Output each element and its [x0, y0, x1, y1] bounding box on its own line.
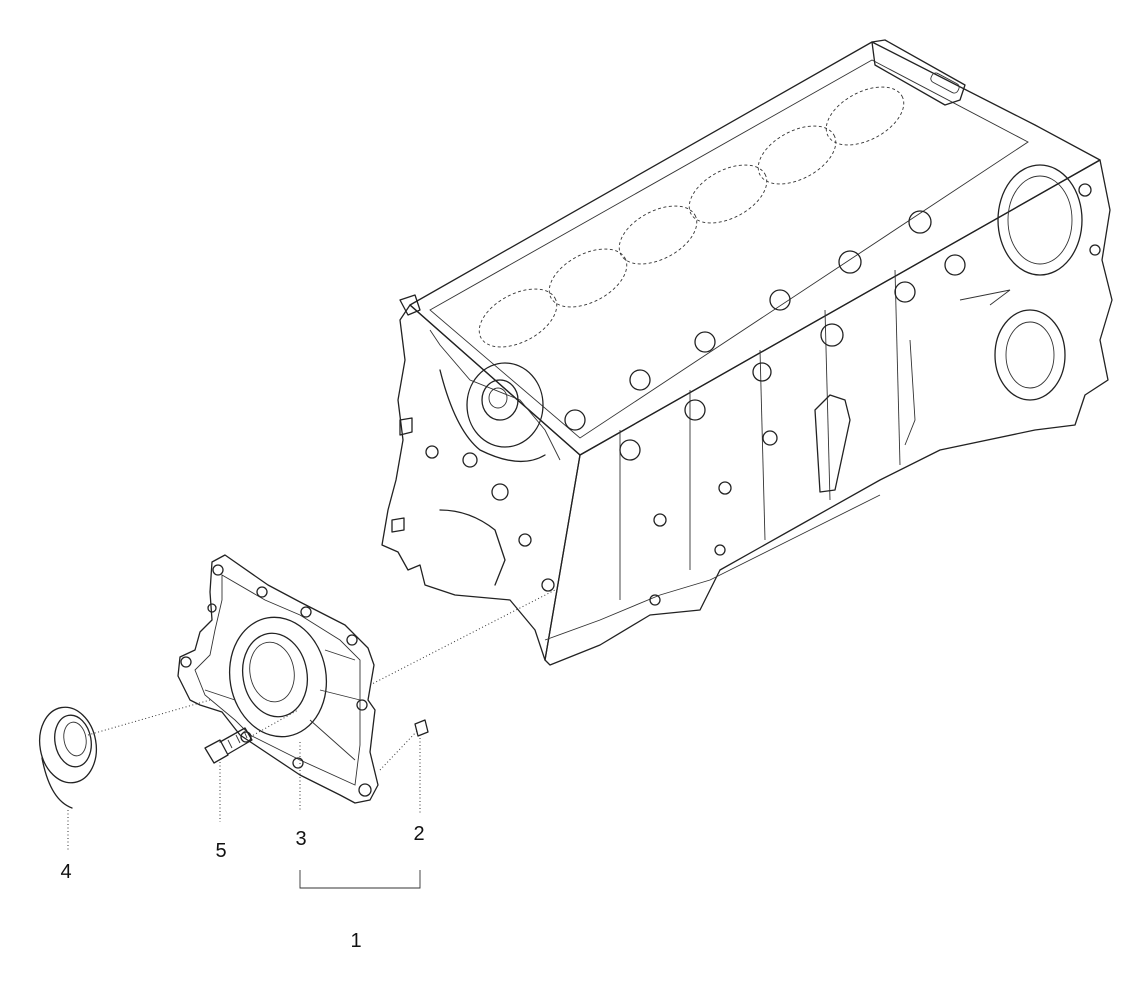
bolt-part-5 — [204, 727, 253, 764]
engine-block — [381, 39, 1113, 666]
rear-cover-part-3 — [177, 554, 379, 804]
oil-seal-part-4 — [38, 706, 98, 809]
callout-3: 3 — [295, 828, 307, 850]
callout-5: 5 — [215, 840, 227, 862]
callout-2: 2 — [413, 823, 425, 845]
callout-1: 1 — [350, 930, 362, 952]
callout-4: 4 — [60, 861, 72, 883]
assembly-lines — [67, 589, 556, 889]
dowel-pin-part-2 — [414, 719, 429, 737]
